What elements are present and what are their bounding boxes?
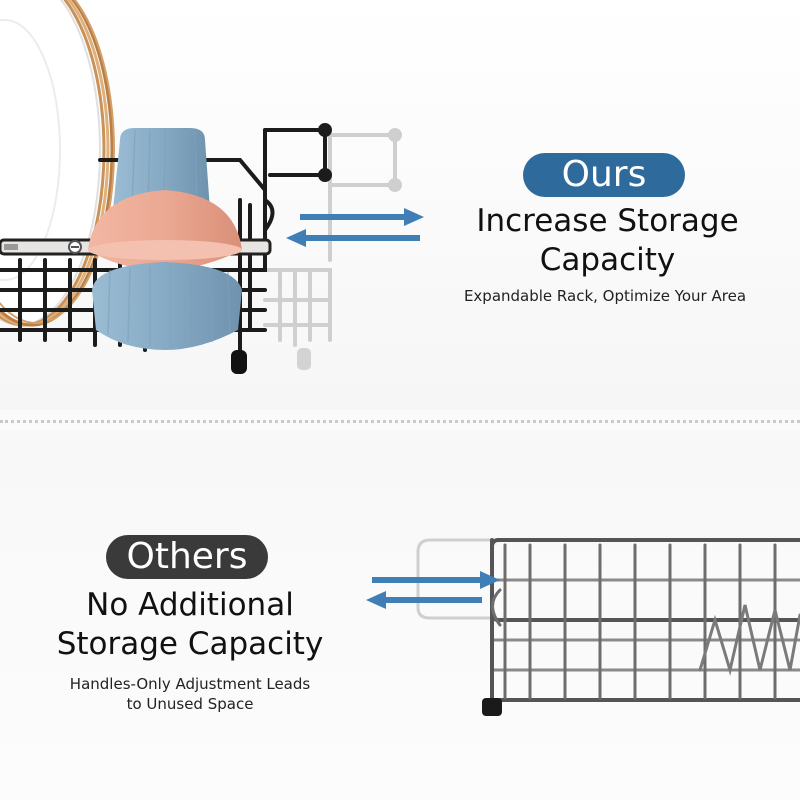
ours-headline-line1: Increase Storage — [476, 203, 739, 239]
dotted-divider — [0, 420, 800, 423]
double-arrow-icon — [366, 571, 500, 609]
ours-subtext: Expandable Rack, Optimize Your Area — [463, 287, 747, 305]
others-subtext-line2: to Unused Space — [126, 695, 254, 713]
others-badge: Others — [106, 535, 268, 579]
ours-rack-illustration — [0, 0, 424, 374]
bowls-stack — [88, 128, 242, 350]
others-headline-line1: No Additional — [86, 587, 294, 623]
double-arrow-icon — [286, 208, 424, 247]
others-rack-illustration — [366, 538, 800, 716]
others-subtext-line1: Handles-Only Adjustment Leads — [69, 675, 311, 693]
ghost-extended-rack — [263, 128, 402, 370]
ours-badge: Ours — [523, 153, 685, 197]
ours-headline-line2: Capacity — [539, 242, 676, 278]
others-headline-line2: Storage Capacity — [56, 626, 324, 662]
others-comparison-panel: Others No Additional Storage Capacity Ha… — [0, 430, 800, 800]
ours-comparison-panel: Ours Increase Storage Capacity Expandabl… — [0, 0, 800, 410]
stainless-wire-rack — [482, 538, 800, 716]
